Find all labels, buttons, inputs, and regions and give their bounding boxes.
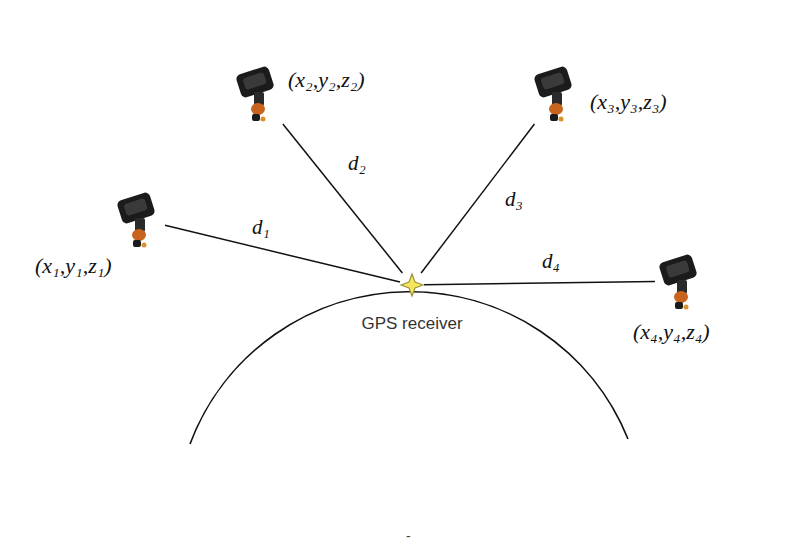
distance-line	[165, 225, 400, 282]
satellite-symbol	[113, 188, 165, 250]
coordinate-label: (x₂,y₂,z₂)	[288, 68, 365, 92]
star-shape	[401, 274, 423, 296]
distance-line	[283, 124, 403, 273]
distance-label: d₁	[250, 216, 272, 239]
satellite-icon: (x₁,y₁,z₁)	[113, 188, 165, 250]
stray-mark: -	[406, 528, 411, 544]
coordinate-label: (x₁,y₁,z₁)	[35, 254, 112, 278]
distance-line	[421, 124, 534, 273]
receiver-label: GPS receiver	[361, 315, 462, 334]
coordinate-label: (x₄,y₄,z₄)	[633, 320, 710, 344]
distance-label: d₃	[503, 188, 525, 211]
distance-line	[424, 281, 655, 284]
satellite-symbol	[655, 250, 711, 312]
satellite-icon: (x₂,y₂,z₂)	[232, 62, 284, 124]
satellite-body	[116, 191, 156, 247]
earth-arc	[190, 292, 628, 444]
receiver-star: GPS receiver	[400, 273, 424, 297]
satellite-body	[533, 65, 573, 121]
satellite-symbol	[530, 62, 586, 124]
satellite-body	[235, 65, 275, 121]
satellite-symbol	[232, 62, 284, 124]
satellite-body	[658, 253, 698, 309]
distance-label: d₄	[540, 250, 562, 273]
satellite-icon: (x₄,y₄,z₄)	[655, 250, 711, 312]
satellite-icon: (x₃,y₃,z₃)	[530, 62, 586, 124]
distance-label: d₂	[346, 152, 368, 175]
star-symbol	[400, 273, 424, 297]
coordinate-label: (x₃,y₃,z₃)	[590, 90, 667, 114]
